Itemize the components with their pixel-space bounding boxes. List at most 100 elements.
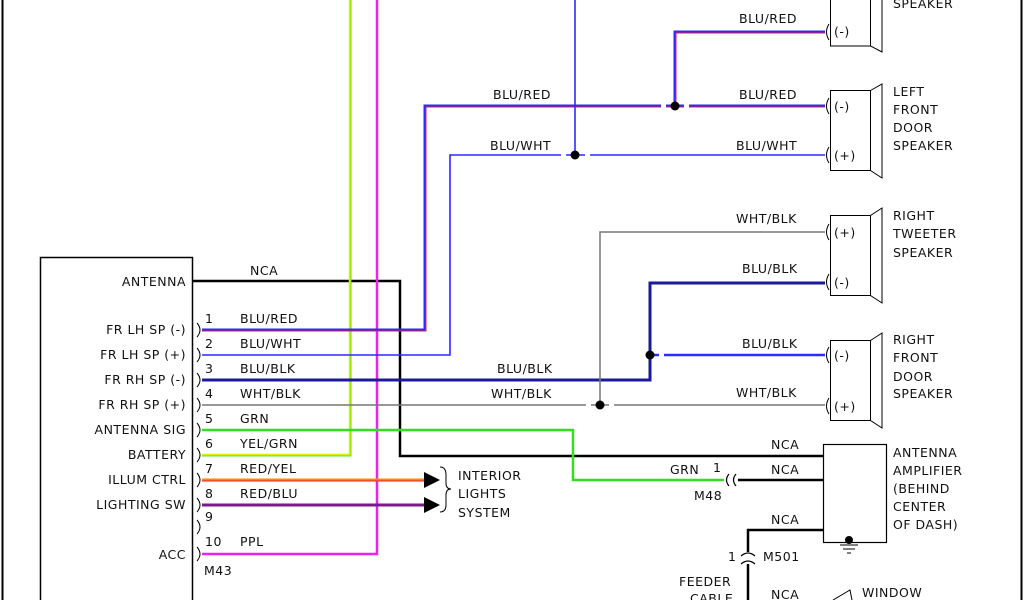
wire-blu-wht	[202, 154, 825, 356]
speaker-label: SPEAKER	[893, 138, 953, 153]
speaker-label: RIGHT	[893, 332, 935, 347]
speaker-label: SPEAKER	[893, 0, 953, 11]
pin-number: 9	[205, 509, 213, 524]
connector-brackets	[196, 322, 201, 562]
wire-grn	[202, 428, 724, 482]
splice-dot	[670, 101, 680, 111]
connector-m48	[725, 473, 737, 487]
feeder-cable-label: FEEDER	[679, 574, 731, 589]
wire-label: BLU/BLK	[742, 261, 798, 276]
speaker-label: FRONT	[893, 102, 938, 117]
interior-lights-label: LIGHTS	[458, 486, 506, 501]
pin-function: ILLUM CTRL	[108, 472, 186, 487]
pin-function: FR RH SP (-)	[104, 372, 186, 387]
pin-functions: FR LH SP (-) FR LH SP (+) FR RH SP (-) F…	[95, 322, 186, 562]
pin-function: BATTERY	[128, 447, 186, 462]
pin-numbers: 1 2 3 4 5 6 7 8 9 10 M43	[204, 311, 232, 578]
amplifier-label: (BEHIND	[893, 481, 950, 496]
speaker-label: RIGHT	[893, 208, 935, 223]
wire-color-label: RED/YEL	[240, 461, 296, 476]
right-tweeter-speaker	[826, 207, 883, 304]
wire-label: M501	[763, 549, 800, 564]
wire-label: NCA	[771, 462, 799, 477]
splice-dot	[570, 150, 580, 160]
wire-label: NCA	[771, 512, 799, 527]
wire-blu-red-tweeter	[673, 30, 825, 106]
wire-blu-blk	[202, 281, 825, 382]
wire-color-label: GRN	[240, 411, 269, 426]
wire-label: M48	[694, 488, 722, 503]
wire-feeder-nca	[746, 528, 823, 552]
pin-function: FR LH SP (-)	[106, 322, 186, 337]
terminal-label: (-)	[834, 348, 850, 363]
wire-color-label: PPL	[240, 534, 264, 549]
left-front-door-speaker	[826, 83, 883, 179]
wires	[192, 0, 825, 600]
pin-function: ACC	[159, 547, 186, 562]
wire-label: WHT/BLK	[736, 211, 797, 226]
wire-color-label: BLU/BLK	[240, 361, 296, 376]
pin-number: 7	[205, 461, 213, 476]
pin-function: FR LH SP (+)	[100, 347, 186, 362]
pin-number: 10	[205, 534, 222, 549]
antenna-terminal-label: ANTENNA	[122, 274, 186, 289]
right-front-door-speaker	[826, 332, 883, 429]
wire-label: BLU/RED	[739, 87, 797, 102]
speaker-label: LEFT	[893, 84, 924, 99]
speaker-label: TWEETER	[892, 226, 957, 241]
pin-wire-colors: BLU/RED BLU/WHT BLU/BLK WHT/BLK GRN YEL/…	[239, 311, 301, 549]
pin-function: FR RH SP (+)	[98, 397, 186, 412]
wire-label: 1	[713, 460, 721, 475]
amplifier-label: ANTENNA	[893, 445, 957, 460]
window-antenna-label: WINDOW	[862, 585, 922, 600]
wire-label: GRN	[670, 462, 699, 477]
wire-color-label: YEL/GRN	[239, 436, 298, 451]
terminal-label: (+)	[834, 399, 856, 414]
speaker-label: FRONT	[893, 350, 938, 365]
pin-number: 5	[205, 411, 213, 426]
amplifier-label: CENTER	[893, 499, 946, 514]
left-tweeter-speaker	[826, 0, 883, 53]
speaker-label: DOOR	[893, 120, 933, 135]
pin-function: LIGHTING SW	[96, 497, 186, 512]
pin-number: 6	[205, 436, 213, 451]
interior-lights-arrows: INTERIOR LIGHTS SYSTEM	[424, 466, 521, 520]
speaker-label: SPEAKER	[893, 386, 953, 401]
wire-labels: NCA BLU/RED BLU/WHT BLU/RED BLU/RED BLU/…	[250, 11, 800, 600]
pin-number: 1	[205, 311, 213, 326]
feeder-cable-label: CABLE	[690, 591, 733, 600]
splice-dot	[595, 400, 605, 410]
wire-label: WHT/BLK	[491, 386, 552, 401]
radio-unit	[39, 256, 194, 600]
wire-label: BLU/RED	[739, 11, 797, 26]
arrow-icon	[424, 472, 440, 488]
interior-lights-label: SYSTEM	[458, 505, 511, 520]
wire-color-label: WHT/BLK	[240, 386, 301, 401]
wire-label: NCA	[250, 263, 278, 278]
wire-color-label: RED/BLU	[240, 486, 298, 501]
amplifier-label: AMPLIFIER	[893, 463, 962, 478]
pin-number: 4	[205, 386, 213, 401]
wire-label: BLU/BLK	[742, 336, 798, 351]
wire-label: BLU/RED	[493, 87, 551, 102]
wire-color-label: BLU/RED	[240, 311, 298, 326]
terminal-label: (-)	[834, 24, 850, 39]
wire-wht-blk-tweeter	[599, 231, 825, 405]
terminal-label: (+)	[834, 225, 856, 240]
brace-icon	[439, 466, 452, 513]
junctions	[561, 101, 689, 410]
arrow-icon	[424, 497, 440, 513]
wire-ppl	[202, 0, 379, 556]
pin-number: 8	[205, 486, 213, 501]
ground-icon	[840, 536, 858, 554]
connector-m501	[740, 552, 756, 565]
wire-antenna-nca	[192, 279, 823, 458]
wire-label: NCA	[771, 437, 799, 452]
pin-function: ANTENNA SIG	[95, 422, 186, 437]
wire-label: BLU/BLK	[497, 361, 553, 376]
antenna-amplifier	[822, 443, 888, 544]
terminal-label: (-)	[834, 99, 850, 114]
splice-dot	[645, 350, 655, 360]
wire-label: WHT/BLK	[736, 385, 797, 400]
